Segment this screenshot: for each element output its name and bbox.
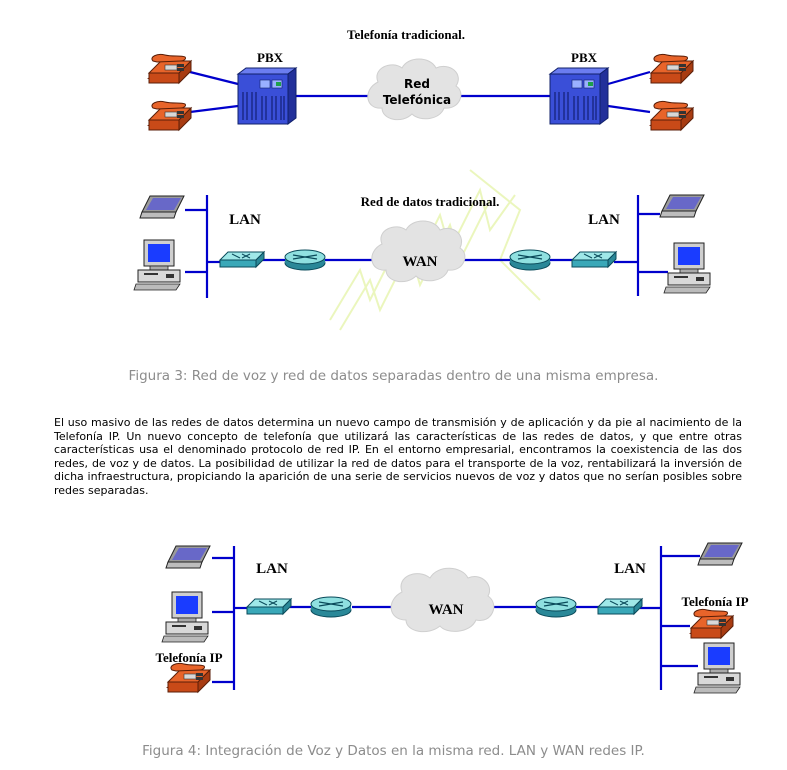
switch-icon xyxy=(246,598,292,615)
figure-4-caption: Figura 4: Integración de Voz y Datos en … xyxy=(142,743,645,759)
phone-icon xyxy=(648,53,694,84)
telefonia-ip-left-label: Telefonía IP xyxy=(155,650,222,665)
cloud-red-label: Red xyxy=(404,77,430,91)
ip-phone-icon xyxy=(688,608,734,639)
lan-left-label: LAN xyxy=(256,561,288,577)
figure-3-caption: Figura 3: Red de voz y red de datos sepa… xyxy=(128,368,659,384)
router-icon xyxy=(535,596,577,618)
desktop-pc-icon xyxy=(133,239,181,291)
phone-icon xyxy=(146,53,192,84)
pbx-right-label: PBX xyxy=(571,50,598,65)
desktop-pc-icon xyxy=(161,591,209,643)
wan-label: WAN xyxy=(402,254,437,270)
telefonia-tradicional-title: Telefonía tradicional. xyxy=(347,27,465,42)
telefonia-ip-right-label: Telefonía IP xyxy=(681,594,748,609)
router-icon xyxy=(310,596,352,618)
laptop-icon xyxy=(139,195,185,219)
router-icon xyxy=(284,249,326,271)
cloud-icon xyxy=(371,220,466,283)
phone-icon xyxy=(648,100,694,131)
laptop-icon xyxy=(697,542,743,566)
laptop-icon xyxy=(165,545,211,569)
desktop-pc-icon xyxy=(693,642,741,694)
cloud-icon xyxy=(367,58,462,121)
pbx-icon xyxy=(237,67,297,125)
switch-icon xyxy=(219,251,265,268)
lan-right-label: LAN xyxy=(614,561,646,577)
switch-icon xyxy=(571,251,617,268)
phone-icon xyxy=(146,100,192,131)
desktop-pc-icon xyxy=(663,242,711,294)
laptop-icon xyxy=(659,194,705,218)
ip-phone-icon xyxy=(165,662,211,693)
body-paragraph: El uso masivo de las redes de datos dete… xyxy=(54,416,742,497)
switch-icon xyxy=(597,598,643,615)
cloud-telefonica-label: Telefónica xyxy=(383,93,451,107)
router-icon xyxy=(509,249,551,271)
red-datos-title: Red de datos tradicional. xyxy=(361,194,500,209)
wan-label: WAN xyxy=(428,602,463,618)
pbx-left-label: PBX xyxy=(257,50,284,65)
cloud-icon xyxy=(390,567,495,633)
lan-left-label: LAN xyxy=(229,212,261,228)
lan-right-label: LAN xyxy=(588,212,620,228)
pbx-icon xyxy=(549,67,609,125)
